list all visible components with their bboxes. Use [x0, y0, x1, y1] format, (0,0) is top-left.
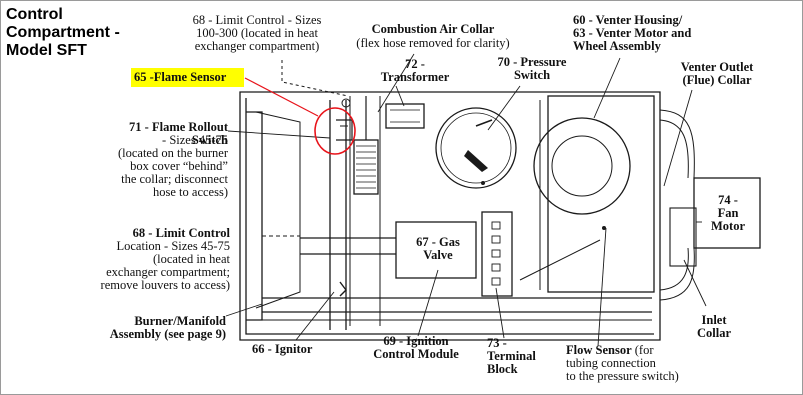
flame-sensor-leader [244, 77, 319, 117]
label-pressure-switch: 70 - Pressure Switch [497, 55, 567, 82]
diagram-title: Control Compartment - Model SFT [6, 6, 120, 59]
label-combustion-air-collar-note: (flex hose removed for clarity) [356, 36, 510, 50]
manifold-bar [300, 237, 396, 255]
cabinet-outline [239, 91, 661, 341]
flow-sensor-note-text: (for tubing connection to the pressure s… [566, 343, 679, 383]
label-ignition-control: 69 - Ignition Control Module [373, 334, 459, 361]
flame-sensor-highlight [131, 68, 244, 87]
burner-manifold-rails [262, 297, 652, 313]
label-limit-control-heat: 68 - Limit Control - Sizes 100-300 (loca… [192, 13, 322, 53]
label-combustion-air-collar: Combustion Air Collar [371, 22, 495, 36]
label-ignitor: 66 - Ignitor [252, 342, 313, 356]
inlet-collar-leader [683, 259, 707, 307]
combustion-air-leader [377, 53, 415, 113]
ignitor-leader [295, 291, 335, 341]
label-flow-sensor: Flow Sensor [566, 343, 632, 357]
transformer-body [385, 103, 425, 129]
burner-manifold-leader [225, 303, 263, 317]
label-inlet-collar: Inlet Collar [696, 313, 732, 340]
venter-outlet-leader [663, 89, 693, 187]
transformer-leader [395, 85, 405, 107]
label-burner-manifold: Burner/Manifold Assembly (see page 9) [109, 314, 226, 341]
label-limit-control-location-note: Location - Sizes 45-75 (located in heat … [100, 239, 230, 292]
label-fan-motor: 74 - Fan Motor [710, 193, 745, 233]
venter-wheel [533, 117, 631, 215]
label-flame-rollout-note: - Sizes 45-75 (located on the burner box… [117, 133, 228, 199]
terminal-block-leader [495, 287, 505, 339]
pressure-switch-leader [487, 85, 521, 131]
pressure-switch-body [435, 107, 517, 189]
venter-housing-body [547, 95, 655, 293]
label-flow-sensor-note: Flow Sensor (for tubing connection to th… [566, 344, 716, 383]
flame-sensor-callout-circle [314, 107, 356, 155]
fan-motor-body [693, 177, 761, 249]
label-venter-outlet: Venter Outlet (Flue) Collar [680, 60, 754, 87]
ignitor-shape [339, 281, 347, 297]
burner-box-cover [329, 100, 347, 330]
label-flame-sensor: 65 -Flame Sensor [134, 70, 227, 84]
left-side-panel [246, 111, 263, 321]
flame-rollout-switch-shape [336, 119, 353, 141]
combustion-air-collar-body [353, 139, 379, 195]
ignition-control-leader [417, 269, 439, 337]
cabinet-inner-edge [245, 98, 654, 335]
label-venter-housing: 60 - Venter Housing/ 63 - Venter Motor a… [573, 13, 692, 53]
flow-sensor-leader [597, 227, 607, 347]
venter-housing-leader [593, 57, 621, 119]
label-terminal-block: 73 - Terminal Block [487, 336, 536, 376]
limit-control-heat-leader [281, 60, 349, 97]
terminal-block-body [481, 211, 513, 297]
flame-rollout-leader [227, 130, 331, 139]
label-transformer: 72 - Transformer [380, 57, 450, 84]
label-flame-rollout: 71 - Flame Rollout Switch [129, 120, 228, 147]
label-gas-valve: 67 - Gas Valve [416, 235, 460, 262]
label-limit-control-location: 68 - Limit Control [132, 226, 230, 240]
